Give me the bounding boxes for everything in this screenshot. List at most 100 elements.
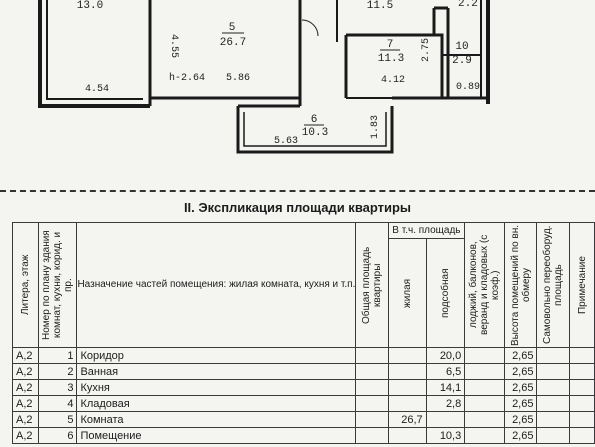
section-divider [0, 190, 595, 192]
cell-lit: А,2 [12, 379, 39, 396]
cell-total [355, 395, 389, 412]
col-header-note: Примечание [576, 256, 588, 314]
room-area: 11.5 [367, 0, 393, 12]
cell-note [569, 411, 595, 428]
cell-aux: 6,5 [425, 363, 466, 380]
plan-wall [344, 33, 444, 98]
dimension-label: 1.83 [370, 115, 381, 139]
dimension-label: 4.12 [381, 75, 405, 86]
table-header-row: Литера, этаж Номер по плану здания комна… [12, 222, 595, 348]
room-area: 10.3 [302, 127, 328, 139]
plan-wall [432, 6, 450, 98]
cell-name: Кухня [76, 379, 357, 396]
cell-total [355, 427, 389, 444]
cell-note [569, 347, 595, 364]
col-header-living: жилая [401, 278, 413, 308]
cell-height: 2,65 [503, 363, 538, 380]
cell-note [569, 395, 595, 412]
cell-name: Коридор [76, 347, 357, 364]
cell-lit: А,2 [12, 395, 39, 412]
cell-total [355, 347, 389, 364]
cell-self [536, 427, 571, 444]
cell-self [536, 379, 571, 396]
cell-note [569, 427, 595, 444]
plan-wall [46, 0, 143, 100]
room-area: 2.9 [452, 55, 472, 67]
dimension-label: 4.55 [168, 34, 179, 58]
plan-wall [38, 0, 150, 108]
cell-no: 3 [37, 379, 78, 396]
plan-wall [243, 112, 387, 147]
cell-name: Кладовая [76, 395, 357, 412]
room-area: 13.0 [77, 0, 103, 12]
cell-aux [425, 411, 466, 428]
cell-lit: А,2 [12, 411, 39, 428]
cell-aux: 20,0 [425, 347, 466, 364]
col-header-incl: В т.ч. площадь [387, 222, 466, 239]
dimension-label: 2.75 [421, 38, 432, 62]
plan-wall [336, 0, 392, 99]
plan-wall [150, 0, 302, 100]
cell-total [355, 363, 389, 380]
explication-table: Литера, этаж Номер по плану здания комна… [12, 222, 595, 444]
cell-self [536, 395, 571, 412]
cell-height: 2,65 [503, 379, 538, 396]
cell-height: 2,65 [503, 411, 538, 428]
room-number: 10 [455, 41, 468, 53]
cell-total [355, 379, 389, 396]
plan-wall [236, 106, 394, 154]
cell-aux: 14,1 [425, 379, 466, 396]
cell-note [569, 363, 595, 380]
cell-lit: А,2 [12, 363, 39, 380]
section-title: II. Экспликация площади квартиры [183, 200, 412, 215]
room-number: 7 [387, 39, 394, 51]
col-header-number: Номер по плану здания комнат, кухни, кор… [40, 230, 74, 340]
cell-living [387, 363, 427, 380]
cell-height: 2,65 [503, 395, 538, 412]
dimension-label: 5.86 [226, 73, 250, 84]
cell-living [387, 379, 427, 396]
room-number: 6 [311, 114, 318, 126]
cell-total [355, 411, 389, 428]
cell-loggia [464, 395, 505, 412]
cell-note [569, 379, 595, 396]
cell-loggia [464, 411, 505, 428]
col-header-height: Высота помещений по вн. обмеру [509, 224, 532, 346]
cell-aux: 2,8 [425, 395, 466, 412]
cell-living [387, 427, 427, 444]
cell-loggia [464, 363, 505, 380]
cell-no: 5 [37, 411, 78, 428]
room-area: 2.2 [458, 0, 478, 10]
cell-name: Помещение [76, 427, 357, 444]
room-area: 11.3 [378, 53, 404, 65]
cell-self [536, 347, 571, 364]
cell-no: 2 [37, 363, 78, 380]
cell-aux: 10,3 [425, 427, 466, 444]
cell-loggia [464, 347, 505, 364]
room-area: 26.7 [220, 37, 246, 49]
cell-living [387, 347, 427, 364]
cell-no: 1 [37, 347, 78, 364]
cell-lit: А,2 [12, 427, 39, 444]
cell-name: Комната [76, 411, 357, 428]
cell-lit: А,2 [12, 347, 39, 364]
col-header-total: Общая площадь квартиры [360, 246, 383, 324]
col-header-litera: Литера, этаж [19, 254, 31, 316]
cell-no: 6 [37, 427, 78, 444]
room-number: 5 [229, 22, 236, 34]
cell-loggia [464, 379, 505, 396]
cell-height: 2,65 [503, 347, 538, 364]
floor-plan: 13.0 5 26.7 11.5 2.2 7 11.3 10 2.9 6 10.… [38, 0, 490, 154]
cell-self [536, 411, 571, 428]
cell-height: 2,65 [503, 427, 538, 444]
cell-living [387, 395, 427, 412]
dimension-label: 5.63 [274, 136, 298, 147]
table-subheader-row: жилая подсобная [13, 238, 595, 348]
dimension-label: 0.89 [456, 82, 480, 93]
